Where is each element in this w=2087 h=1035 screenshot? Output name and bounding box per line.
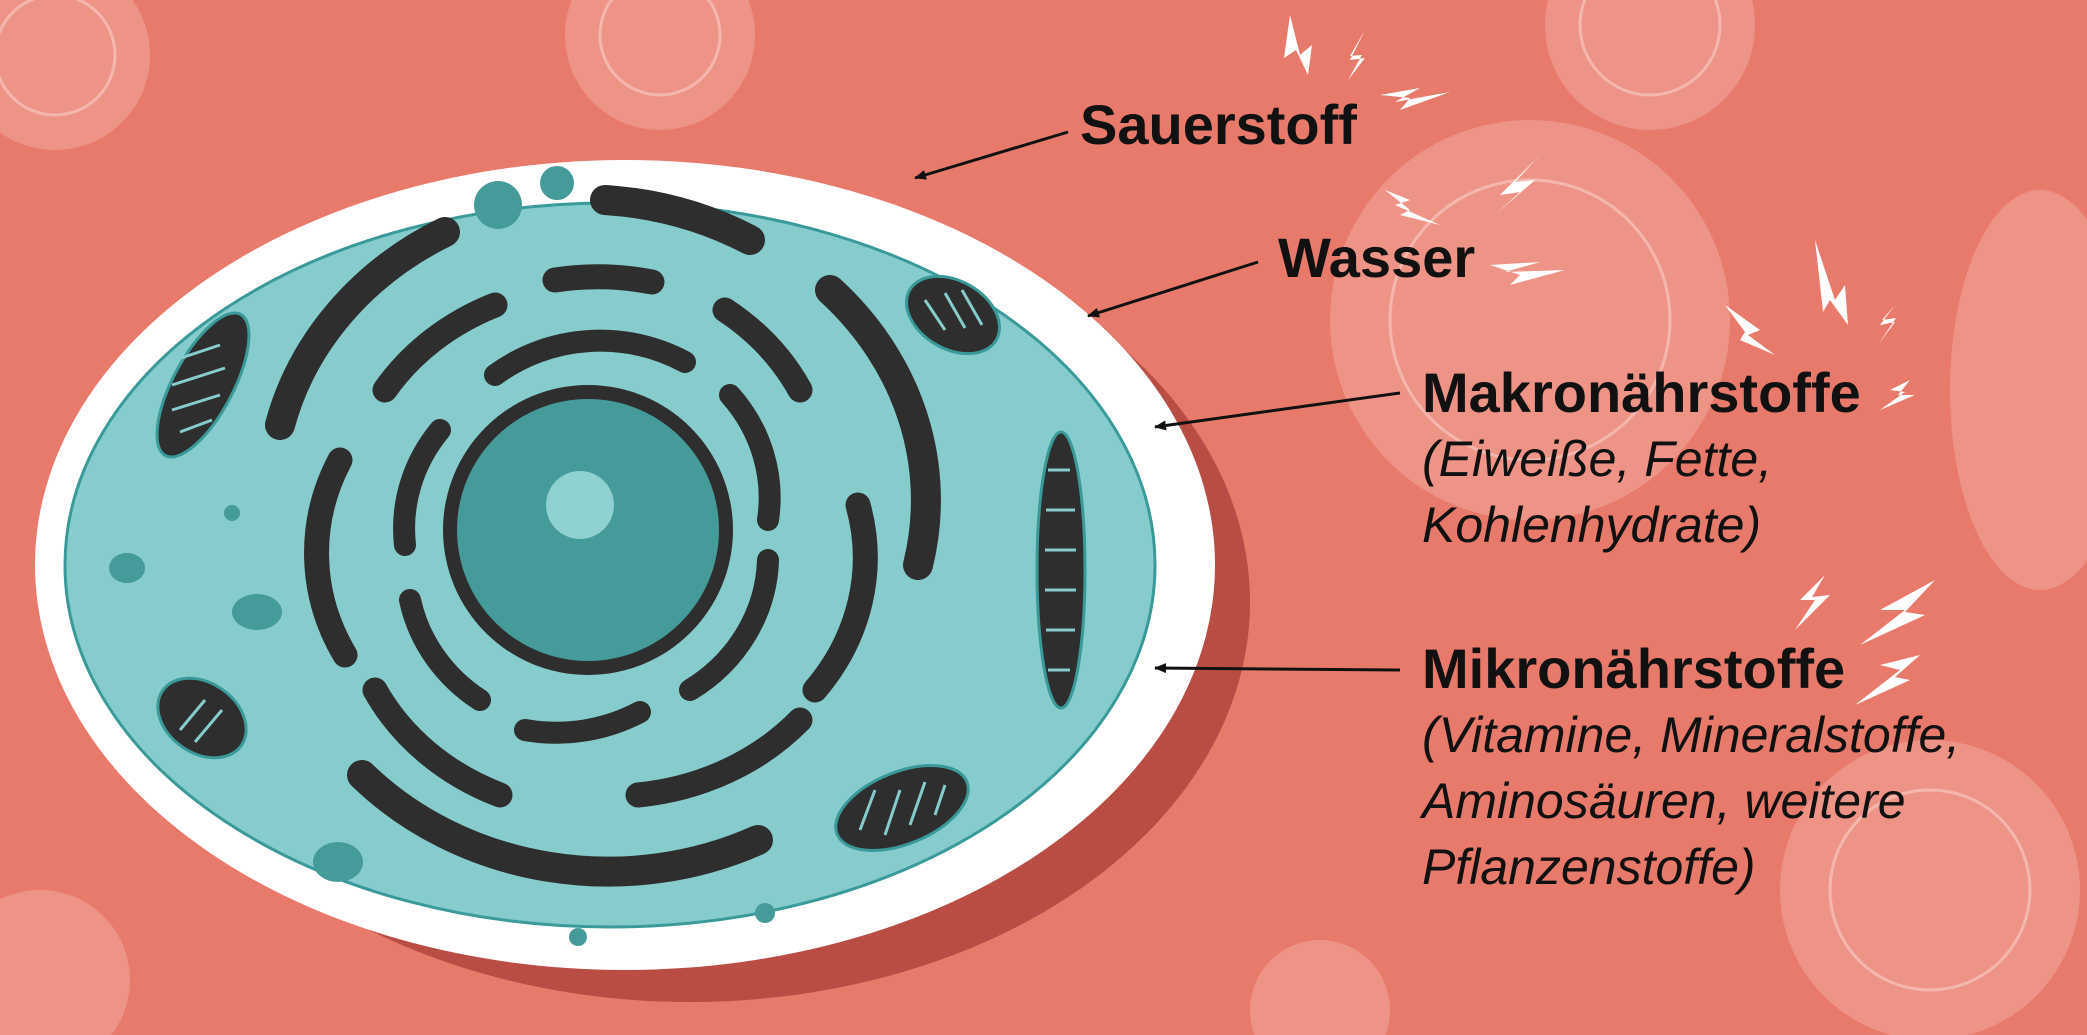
background-cell <box>0 890 130 1035</box>
background-cell <box>1950 190 2087 590</box>
arrow-micronutrients <box>1155 668 1400 670</box>
arrow-water <box>1088 262 1258 316</box>
er-strand <box>555 277 652 282</box>
micronutrients-detail: (Vitamine, Mineralstoffe, Aminosäuren, w… <box>1422 702 1960 900</box>
macronutrients-detail: (Eiweiße, Fette, Kohlenhydrate) <box>1422 426 1861 558</box>
macronutrients-detail-line: (Eiweiße, Fette, <box>1422 426 1861 492</box>
vesicle <box>313 842 363 882</box>
label-oxygen: Sauerstoff <box>1080 92 1357 158</box>
vesicle <box>569 928 587 946</box>
micronutrients-detail-line: Aminosäuren, weitere <box>1422 768 1960 834</box>
arrow-oxygen <box>915 132 1068 178</box>
spark-icon <box>1795 575 1830 630</box>
vesicle <box>109 553 145 583</box>
spark-icon <box>1348 30 1365 80</box>
spark-icon <box>1878 305 1896 345</box>
vesicle <box>232 594 282 630</box>
spark-icon <box>1284 15 1312 75</box>
spark-icon <box>1880 380 1915 410</box>
vesicle <box>224 505 240 521</box>
spark-icon <box>1725 305 1775 355</box>
micronutrients-title: Mikronährstoffe <box>1422 636 1960 702</box>
background-cell <box>0 0 150 150</box>
label-micronutrients: Mikronährstoffe (Vitamine, Mineralstoffe… <box>1422 636 1960 900</box>
vesicle <box>540 166 574 200</box>
nucleus <box>443 385 733 675</box>
spark-icon <box>1815 240 1848 325</box>
spark-icon <box>1380 88 1450 110</box>
micronutrients-detail-line: Pflanzenstoffe) <box>1422 834 1960 900</box>
label-water: Wasser <box>1278 225 1475 291</box>
vesicle <box>755 903 775 923</box>
background-cell <box>1545 0 1755 130</box>
macronutrients-detail-line: Kohlenhydrate) <box>1422 492 1861 558</box>
background-cell <box>565 0 755 130</box>
label-macronutrients: Makronährstoffe (Eiweiße, Fette, Kohlenh… <box>1422 360 1861 558</box>
micronutrients-detail-line: (Vitamine, Mineralstoffe, <box>1422 702 1960 768</box>
nucleolus <box>546 471 614 539</box>
macronutrients-title: Makronährstoffe <box>1422 360 1861 426</box>
mitochondrion <box>1037 432 1085 708</box>
vesicle <box>474 181 522 229</box>
background-cell <box>1250 940 1390 1035</box>
